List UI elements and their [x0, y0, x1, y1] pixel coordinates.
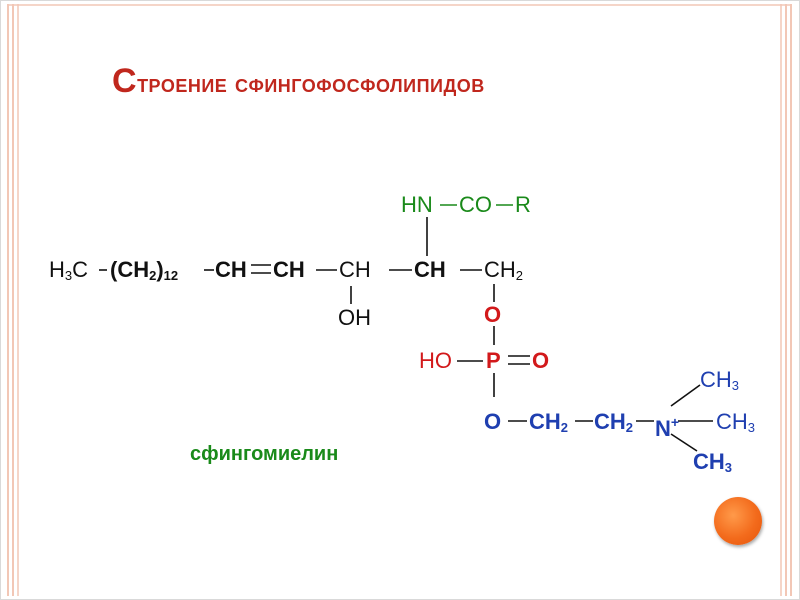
amide-co: CO — [459, 192, 492, 217]
decorative-orange-circle — [714, 497, 762, 545]
methyl-top: CH3 — [700, 367, 740, 394]
carbinol-ch: CH — [339, 257, 371, 282]
amido-ch: CH — [414, 257, 446, 282]
methyl-right: CH3 — [716, 409, 756, 436]
ester-oxygen-low: O — [484, 409, 502, 434]
slide-title: Строение сфингофосфолипидов — [112, 62, 485, 101]
title-initial: С — [112, 62, 138, 100]
hydroxyl-group: OH — [338, 305, 371, 330]
title-rest: троение сфингофосфолипидов — [137, 68, 485, 98]
bonds — [99, 217, 713, 452]
alkene-ch-2: CH — [273, 257, 305, 282]
choline-ch2-2: CH2 — [594, 409, 634, 436]
ester-oxygen-top: O — [484, 302, 502, 327]
left-border — [7, 4, 19, 596]
phosphate-ho: HO — [419, 348, 452, 373]
methyl-bottom: CH3 — [693, 449, 733, 476]
methyl-group: H3C — [49, 257, 89, 284]
amide-hn: HN — [401, 192, 433, 217]
alkene-ch-1: CH — [215, 257, 247, 282]
compound-caption: сфингомиелин — [190, 443, 339, 465]
quaternary-nitrogen: N+ — [655, 414, 680, 441]
right-border — [780, 4, 792, 596]
terminal-ch2: CH2 — [484, 257, 524, 284]
phosphoryl-oxygen: O — [532, 348, 550, 373]
choline-ch2-1: CH2 — [529, 409, 569, 436]
methylene-chain: (CH2)12 — [110, 257, 179, 284]
phosphorus: P — [486, 348, 501, 373]
acyl-r: R — [515, 192, 531, 217]
